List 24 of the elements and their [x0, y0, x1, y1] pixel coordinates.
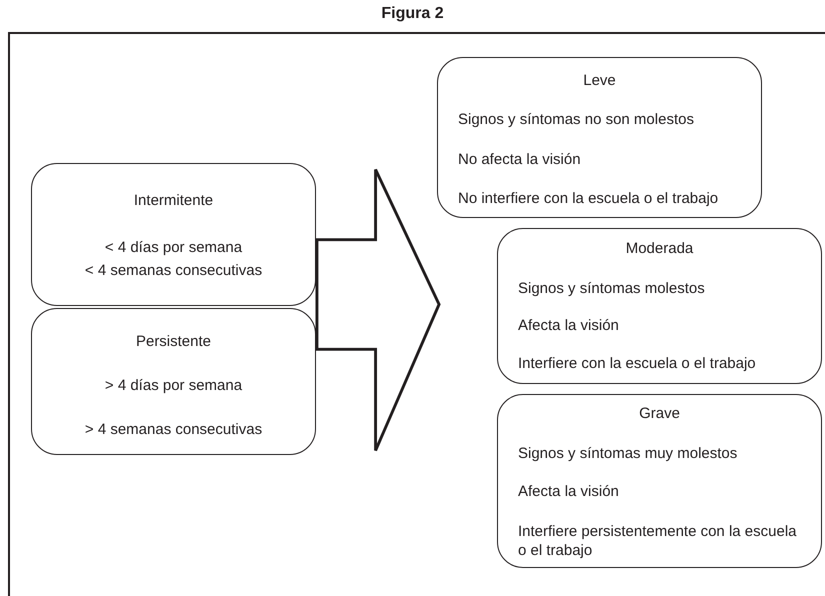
- box-text: Signos y síntomas molestos: [518, 279, 706, 298]
- rounded-box: [437, 57, 762, 218]
- box-heading: Leve: [582, 71, 617, 90]
- box-text: Signos y síntomas no son molestos: [458, 110, 695, 129]
- box-heading: Intermitente: [132, 191, 214, 210]
- box-text: Interfiere con la escuela o el trabajo: [518, 354, 757, 373]
- box-text: No interfiere con la escuela o el trabajo: [458, 189, 720, 208]
- box-text: Interfiere persistentemente con la escuela o el trabajo: [518, 522, 798, 560]
- rounded-box: [31, 163, 316, 306]
- box-text: < 4 semanas consecutivas: [84, 261, 264, 280]
- box-heading: Grave: [638, 404, 681, 423]
- box-text: Afecta la visión: [518, 482, 620, 501]
- box-text: Signos y síntomas muy molestos: [518, 444, 738, 463]
- box-text: No afecta la visión: [458, 150, 582, 169]
- figure-title: Figura 2: [380, 4, 445, 24]
- rounded-box: [497, 228, 822, 384]
- box-text: > 4 semanas consecutivas: [84, 420, 264, 439]
- box-heading: Moderada: [624, 239, 694, 258]
- box-text: < 4 días por semana: [104, 238, 244, 257]
- box-text: > 4 días por semana: [104, 376, 244, 395]
- rounded-box: [497, 394, 822, 568]
- rounded-box: [31, 308, 316, 455]
- box-heading: Persistente: [134, 332, 212, 351]
- box-text: Afecta la visión: [518, 316, 620, 335]
